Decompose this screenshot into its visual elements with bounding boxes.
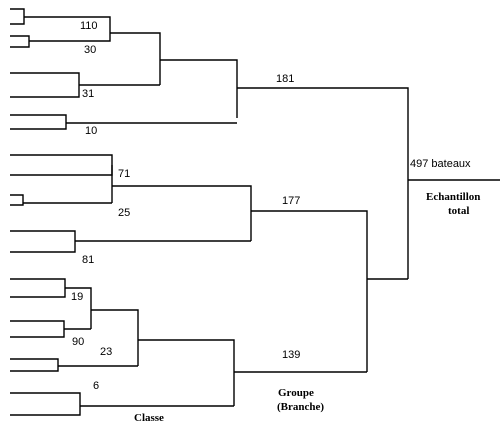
classe-label: Classe [134,412,164,424]
cluster-label: 81 [82,254,94,266]
cluster-label: 31 [82,88,94,100]
group-label: 181 [276,73,294,85]
cluster-label: 6 [93,380,99,392]
cluster-label: 71 [118,168,130,180]
total-count: 497 bateaux [410,158,471,170]
cluster-label: 90 [72,336,84,348]
total-label: total [448,205,469,217]
cluster-label: 110 [80,20,98,32]
cluster-label: 19 [71,291,83,303]
group-label: 139 [282,349,300,361]
total-label: Echantillon [426,191,480,203]
groupe-label: (Branche) [277,401,324,413]
group-label: 177 [282,195,300,207]
cluster-label: 23 [100,346,112,358]
cluster-label: 10 [85,125,97,137]
cluster-label: 25 [118,207,130,219]
cluster-label: 30 [84,44,96,56]
dendrogram-lines [10,8,500,416]
groupe-label: Groupe [278,387,314,399]
